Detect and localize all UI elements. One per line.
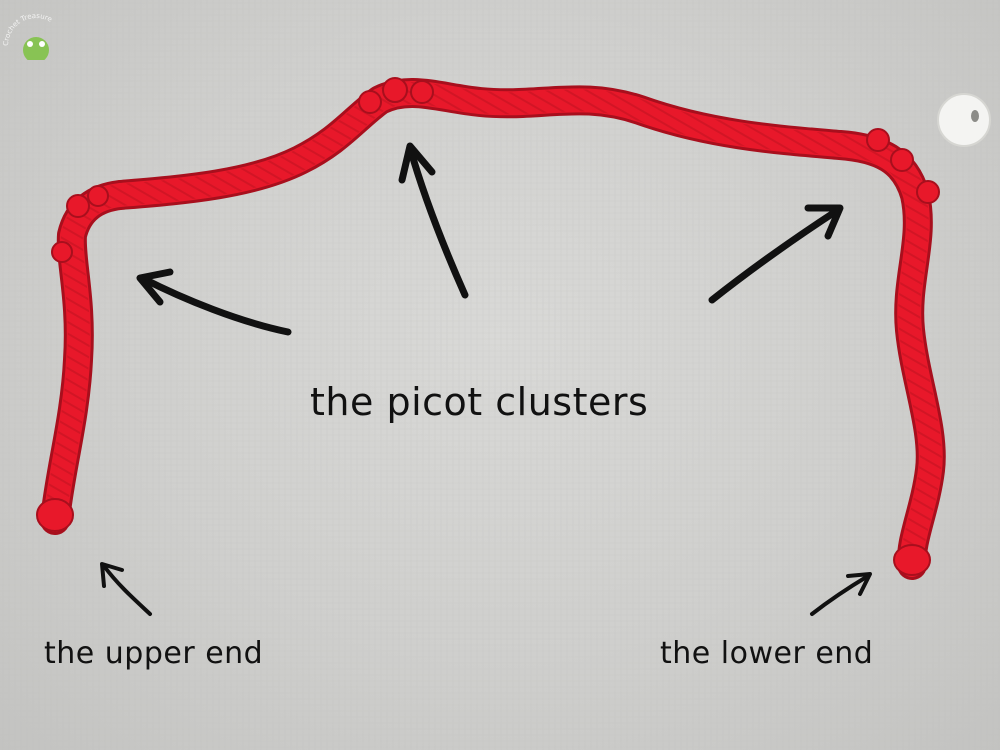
caption-picot-clusters: the picot clusters <box>310 380 649 424</box>
watermark-logo: Crochet Treasure <box>2 12 53 60</box>
caption-upper-end: the upper end <box>44 636 264 671</box>
upper-end-tip <box>36 498 74 532</box>
caption-lower-end: the lower end <box>660 636 874 671</box>
lower-end-tip <box>893 544 931 576</box>
arrow-left-cluster <box>136 268 292 336</box>
arrow-lower-end <box>810 572 872 616</box>
picot-cluster-left <box>51 185 109 263</box>
crochet-cord <box>40 77 946 580</box>
picot-cluster-right <box>866 128 940 204</box>
arrow-right-cluster <box>708 204 844 304</box>
arrow-upper-end <box>100 562 152 616</box>
picot-cluster-middle <box>358 77 434 114</box>
arrow-middle-cluster <box>398 142 469 299</box>
white-bead <box>937 93 991 147</box>
